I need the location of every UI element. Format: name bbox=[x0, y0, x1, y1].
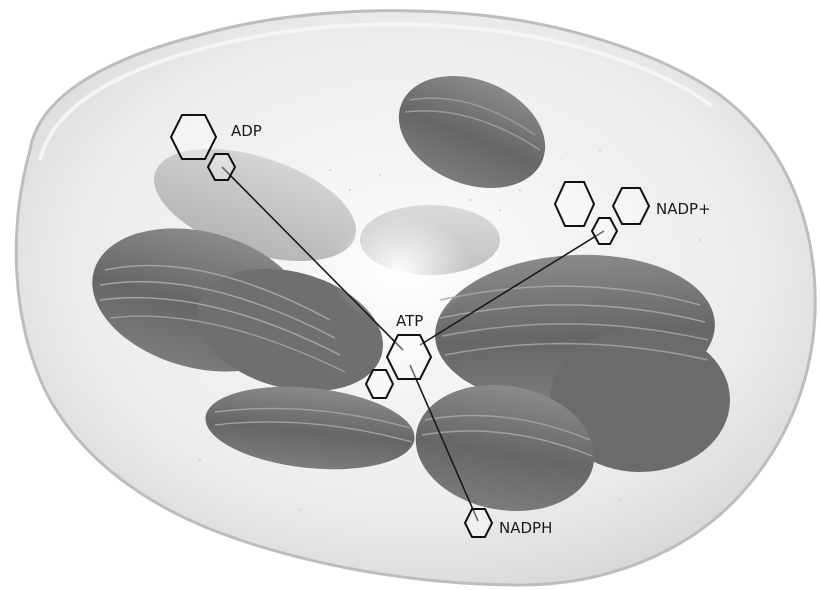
label-nadp-plus: NADP+ bbox=[656, 200, 711, 218]
label-nadph: NADPH bbox=[499, 519, 552, 537]
adp-hexagon-small bbox=[208, 154, 235, 180]
atp-hexagon-large bbox=[387, 335, 431, 379]
adp-hexagon-large bbox=[171, 115, 216, 159]
label-atp: ATP bbox=[396, 312, 423, 330]
label-adp: ADP bbox=[231, 122, 262, 140]
atp-hexagon-small bbox=[366, 370, 393, 398]
nadph-hexagon bbox=[465, 509, 492, 537]
nadp-hexagon-right bbox=[613, 188, 649, 224]
stroma-glow bbox=[330, 215, 470, 325]
